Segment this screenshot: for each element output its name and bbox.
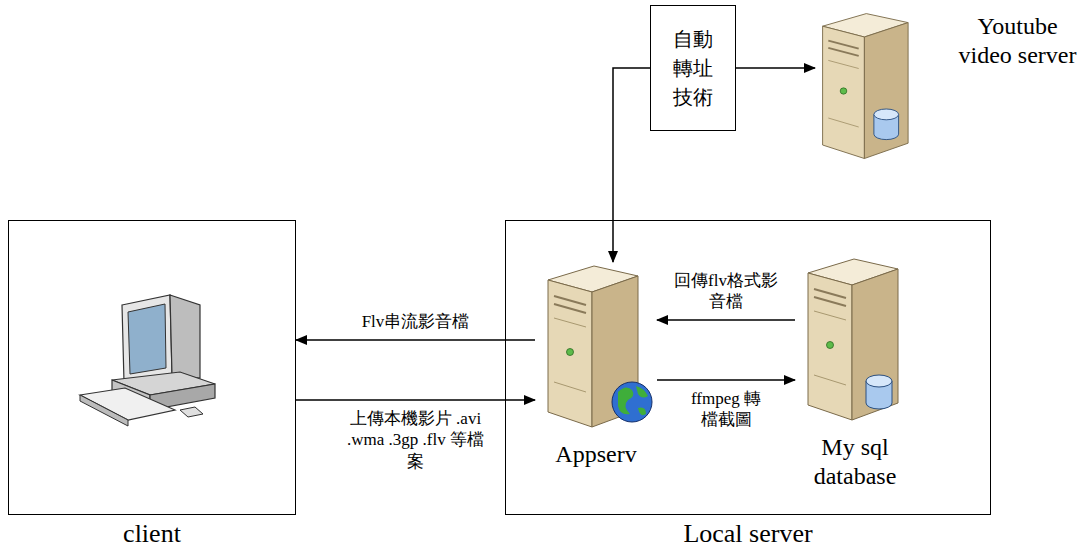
edge-label: Flv串流影音檔 (362, 311, 470, 332)
client-group: client (8, 220, 296, 553)
appserv-server: Appserv (535, 262, 657, 477)
edge-label: 回傳flv格式影音檔 (674, 270, 779, 313)
node-label: Local server (505, 518, 991, 549)
database-server: My sql database (795, 255, 915, 507)
edge-label: 上傳本機影片 .avi .wma .3gp .flv 等檔案 (341, 408, 491, 472)
connector-arrow (296, 339, 535, 341)
youtube-server-icon (823, 14, 909, 159)
appserv-server-icon (548, 266, 652, 427)
connector-arrow (736, 67, 815, 69)
group-frame (505, 220, 991, 515)
node-label: Youtube video server (955, 12, 1080, 70)
redirect-box: 自動轉址技術 (650, 5, 736, 131)
edge-label: ffmpeg 轉檔截圖 (684, 388, 769, 431)
connector-arrow (657, 379, 795, 381)
group-frame (8, 220, 296, 515)
node-label: Appserv (535, 440, 657, 469)
database-server-icon (808, 259, 898, 420)
connector-arrow (657, 319, 795, 321)
computer-icon (80, 295, 215, 426)
node-label: client (8, 518, 296, 549)
node-label: My sql database (795, 433, 915, 491)
connector-arrow (613, 68, 650, 262)
youtube-server: Youtube video server (815, 8, 1077, 160)
connector-arrow (296, 399, 535, 401)
node-label: 自動轉址技術 (672, 25, 715, 112)
